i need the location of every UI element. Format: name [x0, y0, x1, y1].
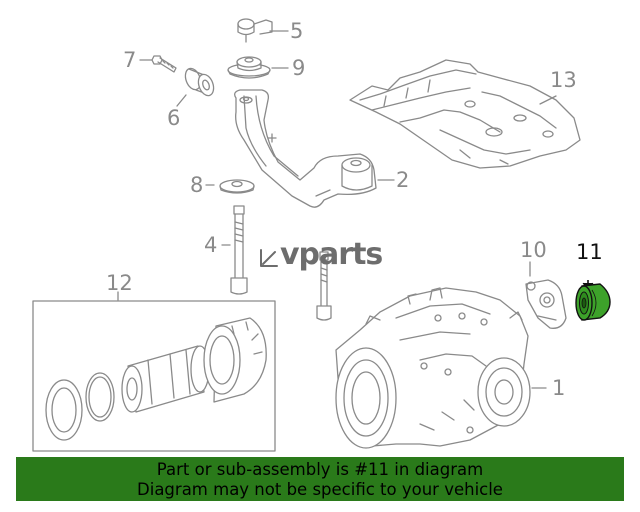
callout-6: 6 — [167, 106, 181, 130]
part-10-bracket — [525, 261, 567, 329]
banner-line-2: Diagram may not be specific to your vehi… — [137, 480, 503, 499]
callout-7: 7 — [123, 48, 137, 72]
part-11-highlighted-bushing[interactable] — [575, 280, 611, 321]
part-8-washer — [205, 179, 255, 194]
part-13-skid-plate — [349, 59, 581, 169]
callout-10: 10 — [520, 238, 547, 262]
part-1-differential-housing — [335, 287, 547, 449]
part-long-bolt-2 — [316, 251, 332, 321]
part-12-seal-kit — [45, 317, 267, 441]
callout-12: 12 — [106, 271, 133, 295]
callout-5: 5 — [290, 19, 304, 43]
part-12-detail-box — [32, 300, 276, 452]
callout-1: 1 — [552, 376, 566, 400]
part-9-mount-cap — [227, 56, 289, 79]
part-5-bracket — [237, 18, 289, 43]
watermark: vparts — [280, 237, 383, 272]
callout-4: 4 — [204, 233, 218, 257]
callout-11[interactable]: 11 — [576, 240, 603, 264]
part-6-bushing — [176, 67, 215, 107]
part-4-long-bolt — [221, 205, 248, 295]
callout-2: 2 — [396, 168, 410, 192]
callout-13: 13 — [550, 68, 577, 92]
callout-8: 8 — [190, 173, 204, 197]
banner-line-1: Part or sub-assembly is #11 in diagram — [156, 460, 484, 479]
watermark-text: vparts — [280, 237, 383, 272]
callout-9: 9 — [292, 56, 306, 80]
info-banner: Part or sub-assembly is #11 in diagram D… — [16, 457, 624, 501]
part-7-bolt — [139, 55, 177, 73]
watermark-logo-mark — [260, 249, 278, 267]
part-2-mount-bracket — [234, 89, 395, 208]
